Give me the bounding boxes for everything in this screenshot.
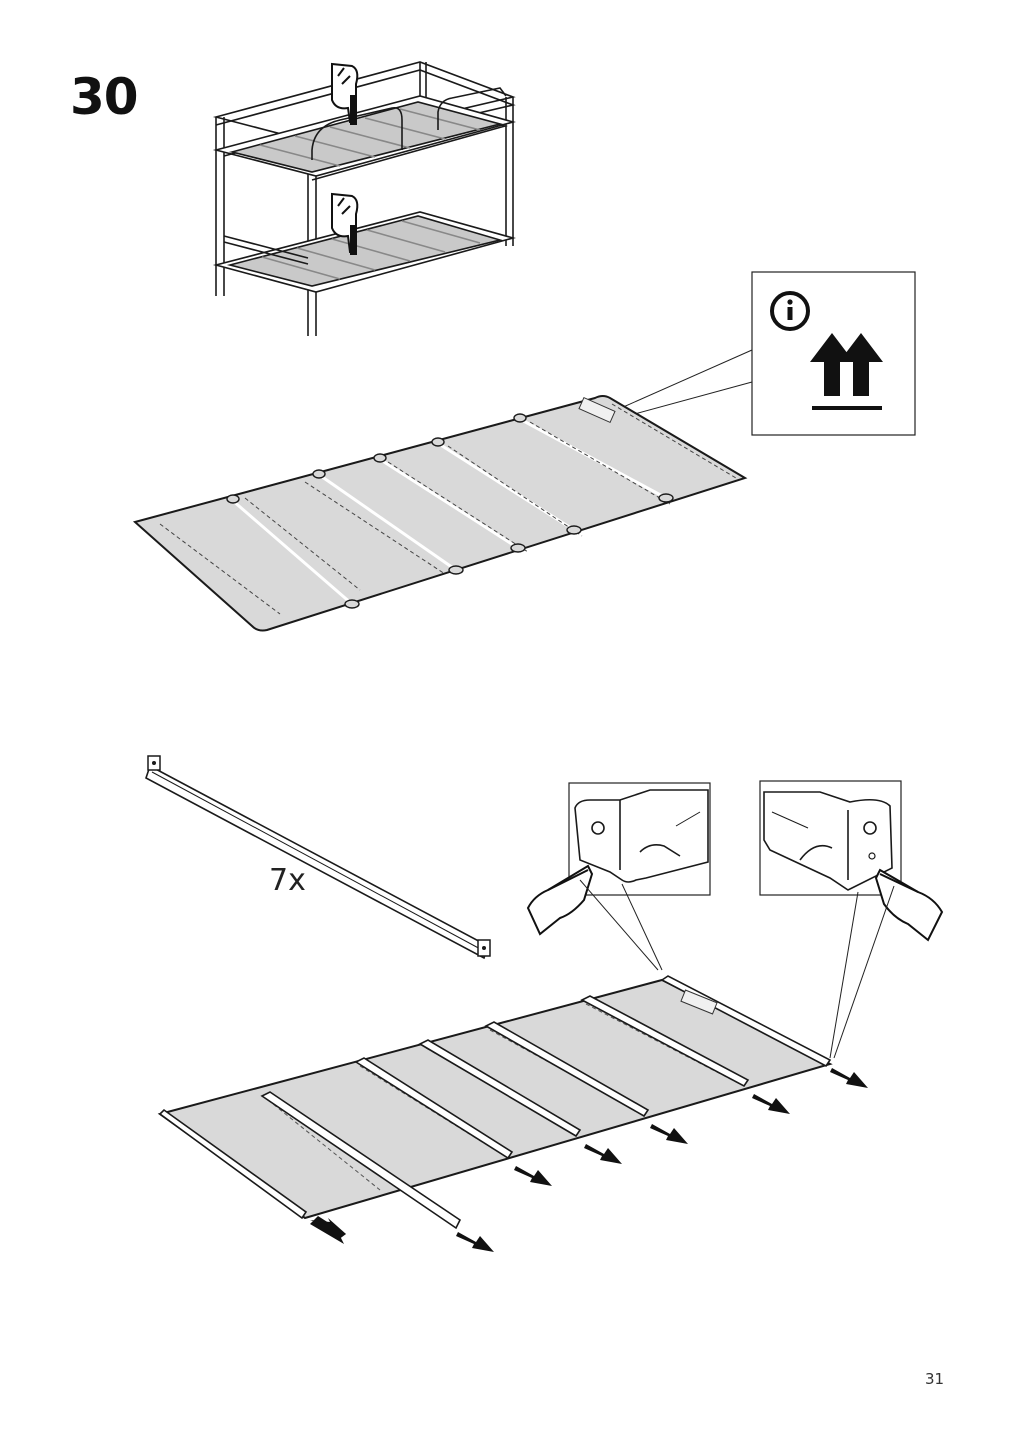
- push-arrow-icon: [650, 1124, 688, 1144]
- hand-press-top-icon: [331, 62, 359, 125]
- push-arrow-icon: [310, 1216, 346, 1244]
- step-number: 30: [70, 68, 139, 126]
- hand-press-bottom-icon: [331, 192, 359, 255]
- fabric-with-slats-assembly: [157, 975, 833, 1230]
- info-icon: [770, 291, 810, 331]
- bunk-bed-illustration: [212, 61, 516, 336]
- push-arrow-icon: [830, 1068, 868, 1088]
- detail-box-right: [759, 780, 944, 1059]
- this-side-up-arrows-icon: [810, 333, 883, 410]
- fabric-base-sheet: [132, 395, 748, 632]
- pointing-hand-right-icon: [874, 868, 944, 942]
- page-number: 31: [925, 1370, 945, 1388]
- fabric-label-tag: [680, 989, 718, 1015]
- info-box: [611, 271, 916, 436]
- slat-quantity-label: 7x: [269, 863, 306, 898]
- slat-part: [145, 755, 491, 960]
- push-arrow-icon: [752, 1094, 790, 1114]
- slat-installed: [158, 975, 832, 1230]
- fabric-label-tag: [578, 396, 616, 424]
- push-arrow-icon: [584, 1144, 622, 1164]
- push-arrows: [310, 1068, 868, 1252]
- push-arrow-icon: [456, 1232, 494, 1252]
- push-arrow-icon: [514, 1166, 552, 1186]
- detail-box-left: [526, 782, 711, 971]
- pointing-hand-left-icon: [526, 864, 594, 936]
